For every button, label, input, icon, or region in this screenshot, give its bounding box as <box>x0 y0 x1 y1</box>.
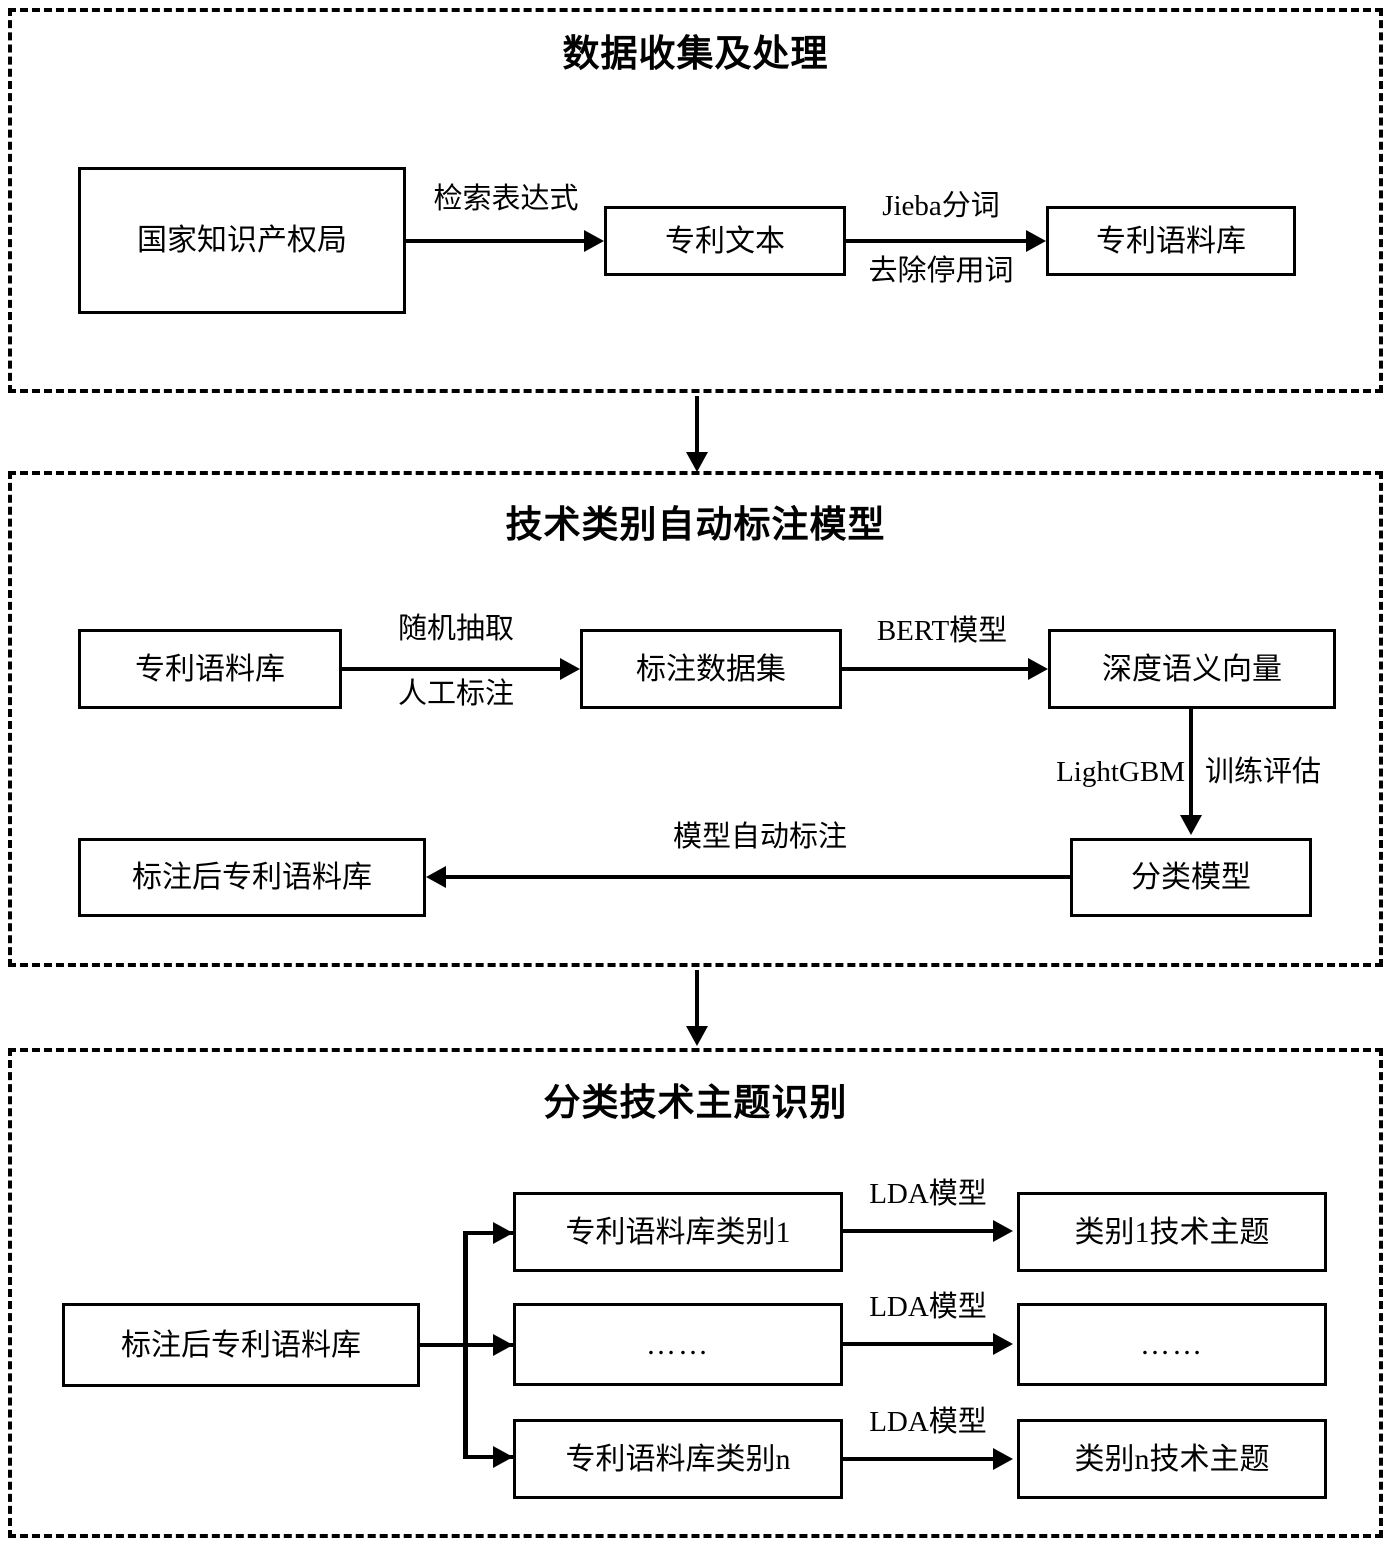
edge-arrow-training-evaluation <box>1180 815 1202 835</box>
edge-line-jieba-segmentation <box>846 239 1026 243</box>
edge-arrow-lda-model-row2 <box>993 1333 1013 1355</box>
edge-label-manual-annotation: 人工标注 <box>397 678 514 710</box>
edge-label-lda-model-row2: LDA模型 <box>869 1291 987 1323</box>
box-patent-corpus-s2: 专利语料库 <box>78 629 342 709</box>
edge-label-training-evaluation: 训练评估 <box>1205 756 1322 788</box>
edge-label-model-auto-labeling: 模型自动标注 <box>672 821 847 853</box>
box-labeled-patent-corpus-s3: 标注后专利语料库 <box>62 1303 420 1387</box>
edge-line-lda-model-row3 <box>843 1457 993 1461</box>
connector-line-section2-section3 <box>695 970 699 1032</box>
edge-line-bert-model <box>842 667 1028 671</box>
edge-label-jieba-segmentation: Jieba分词 <box>882 190 1000 222</box>
connector-arrow-section2-section3 <box>686 1026 708 1046</box>
edge-line-training-evaluation <box>1189 709 1193 819</box>
edge-label-remove-stopwords: 去除停用词 <box>868 255 1014 287</box>
box-category-n-tech-topic: 类别n技术主题 <box>1017 1419 1327 1499</box>
edge-line-lda-model-row1 <box>843 1229 993 1233</box>
section-topic-identification <box>8 1048 1383 1538</box>
edge-label-random-sampling: 随机抽取 <box>397 613 514 645</box>
box-deep-semantic-vector: 深度语义向量 <box>1048 629 1336 709</box>
section-auto-labeling-model <box>8 471 1383 967</box>
box-labeled-patent-corpus-s2: 标注后专利语料库 <box>78 838 426 917</box>
edge-arrow-search-expression <box>584 230 604 252</box>
box-labeled-dataset: 标注数据集 <box>580 629 842 709</box>
box-patent-corpus-category-n: 专利语料库类别n <box>513 1419 843 1499</box>
edge-line-search-expression <box>406 239 584 243</box>
box-category-1-tech-topic: 类别1技术主题 <box>1017 1192 1327 1272</box>
section-title-topic-identification: 分类技术主题识别 <box>543 1083 848 1124</box>
connector-line-section1-section2 <box>695 396 699 458</box>
edge-label-lda-model-row1: LDA模型 <box>869 1178 987 1210</box>
box-patent-text: 专利文本 <box>604 206 846 276</box>
edge-arrow-lda-model-row3 <box>993 1448 1013 1470</box>
edge-arrow-lda-model-row1 <box>993 1220 1013 1242</box>
section-title-data-collection: 数据收集及处理 <box>562 34 829 75</box>
section-title-auto-labeling-model: 技术类别自动标注模型 <box>505 505 886 546</box>
connector-arrow-section1-section2 <box>686 452 708 472</box>
edge-arrow-random-sampling <box>560 658 580 680</box>
edge-label-bert-model: BERT模型 <box>876 615 1008 647</box>
box-national-ip-administration: 国家知识产权局 <box>78 167 406 314</box>
edge-arrow-bert-model <box>1028 658 1048 680</box>
branch-arrow-row1 <box>493 1222 513 1244</box>
branch-arrow-row3 <box>493 1446 513 1468</box>
branch-stub-from-source <box>420 1343 480 1347</box>
box-patent-corpus: 专利语料库 <box>1046 206 1296 276</box>
edge-line-lda-model-row2 <box>843 1342 993 1346</box>
edge-line-random-sampling <box>342 667 560 671</box>
edge-arrow-model-auto-labeling <box>426 866 446 888</box>
edge-label-search-expression: 检索表达式 <box>433 183 579 215</box>
box-category-ellipsis-tech-topic: …… <box>1017 1303 1327 1386</box>
section-data-collection <box>8 8 1383 393</box>
box-patent-corpus-category-ellipsis: …… <box>513 1303 843 1386</box>
branch-arrow-row2 <box>493 1334 513 1356</box>
box-patent-corpus-category-1: 专利语料库类别1 <box>513 1192 843 1272</box>
edge-arrow-jieba-segmentation <box>1026 230 1046 252</box>
edge-label-lda-model-row3: LDA模型 <box>869 1406 987 1438</box>
edge-label-lightgbm: LightGBM <box>1056 756 1185 788</box>
edge-line-model-auto-labeling <box>446 875 1070 879</box>
box-classification-model: 分类模型 <box>1070 838 1312 917</box>
